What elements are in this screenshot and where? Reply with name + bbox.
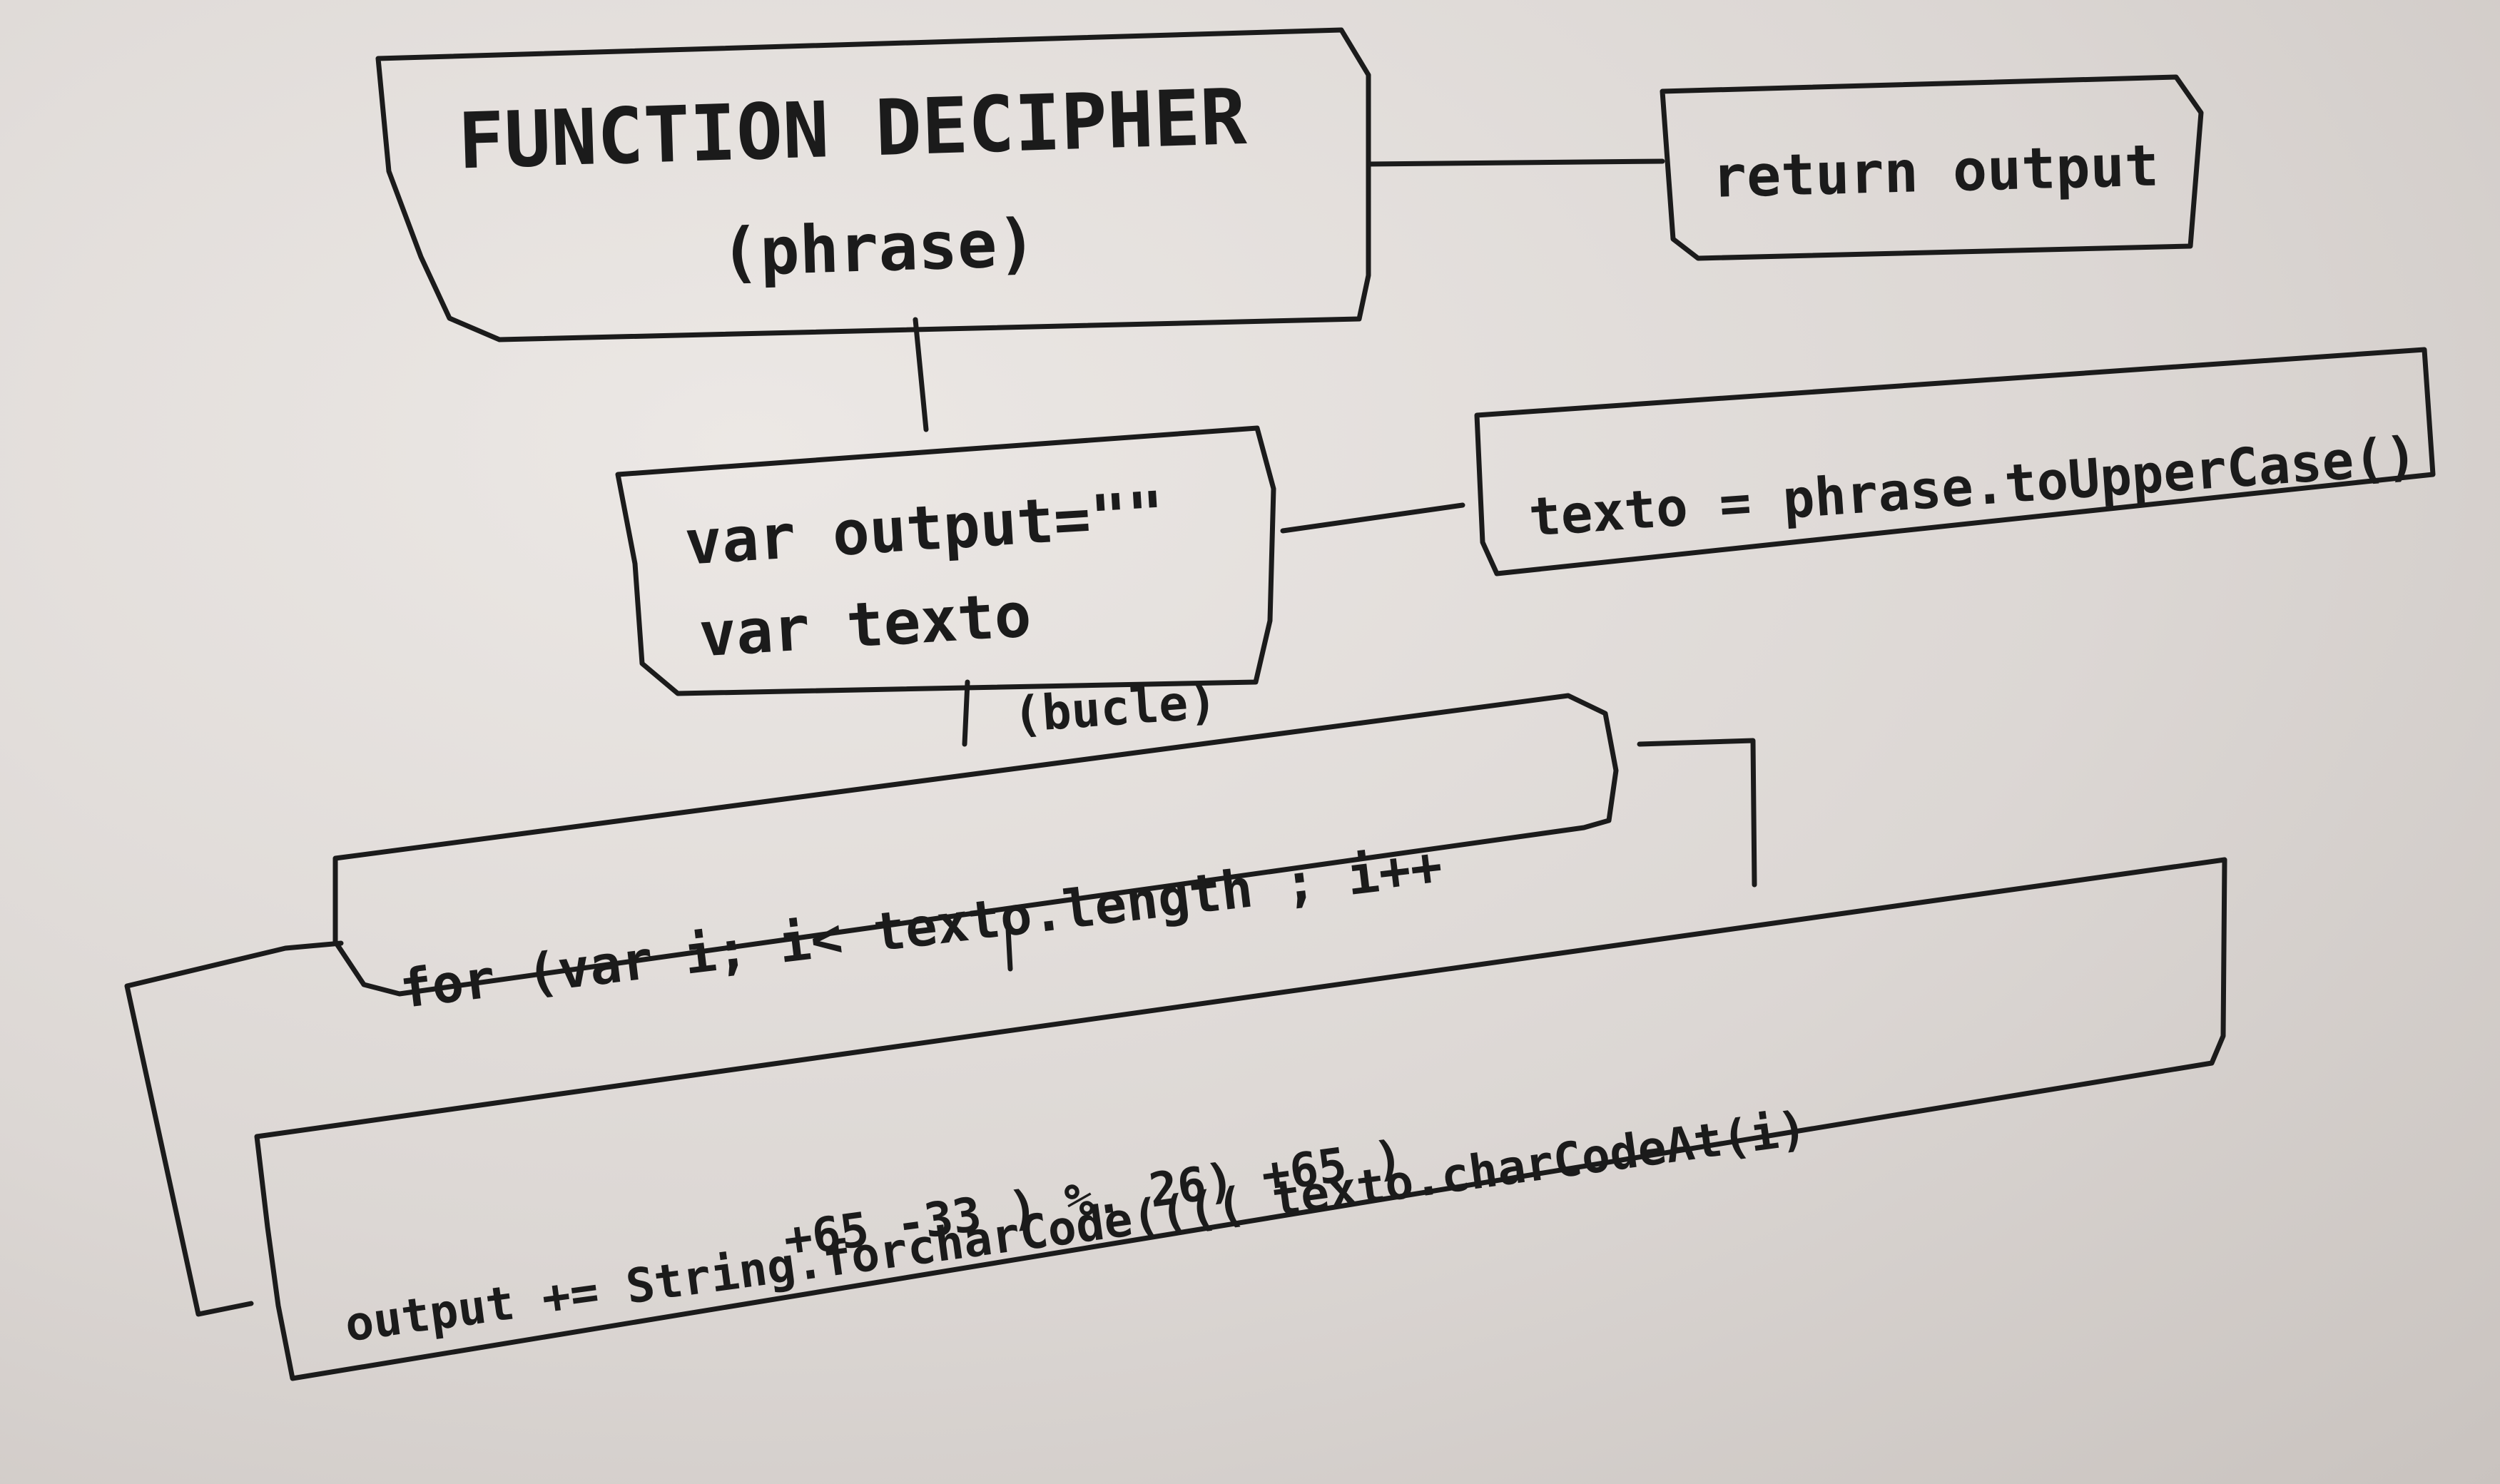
connector-function-to-return bbox=[1366, 158, 1665, 167]
connector-function-to-var bbox=[913, 317, 929, 432]
return-output-box: return output bbox=[1660, 74, 2204, 261]
texto-box-text: texto = phrase.toUpperCase() bbox=[1527, 425, 2419, 549]
connector-for-to-output bbox=[1005, 913, 1013, 972]
function-box-param: (phrase) bbox=[719, 205, 1037, 291]
loop-back-left-arrow bbox=[124, 940, 344, 1317]
function-decipher-box: FUNCTION DECIPHER (phrase) bbox=[375, 27, 1371, 342]
texto-assignment-box: texto = phrase.toUpperCase() bbox=[1474, 347, 2436, 576]
function-box-outline bbox=[375, 27, 1371, 342]
loop-return-right-arrow bbox=[1637, 738, 1757, 888]
for-box-outline bbox=[332, 693, 1619, 997]
connector-var-to-for bbox=[962, 679, 970, 747]
texto-box-outline bbox=[1474, 347, 2436, 576]
function-box-title: FUNCTION DECIPHER bbox=[457, 73, 1249, 187]
return-box-text: return output bbox=[1712, 132, 2160, 210]
var-declaration-box: var output="" var texto bbox=[615, 425, 1276, 696]
var-box-line2: var texto bbox=[697, 579, 1033, 671]
var-box-line1: var output="" bbox=[683, 479, 1167, 579]
var-box-outline bbox=[615, 425, 1276, 696]
return-box-outline bbox=[1660, 74, 2204, 261]
output-concat-box: output += String.forcharCode(((( texto.c… bbox=[254, 857, 2227, 1381]
connector-var-to-texto bbox=[1280, 502, 1465, 534]
output-box-outline bbox=[254, 857, 2227, 1381]
